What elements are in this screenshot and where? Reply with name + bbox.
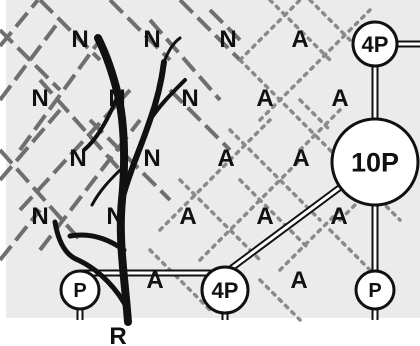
node-label: 4P <box>362 32 389 57</box>
grid-letter-nitrified: N <box>31 85 48 112</box>
node-circle <box>330 117 420 207</box>
node-circle <box>351 20 399 68</box>
grid-letter-ammonia: A <box>291 26 308 53</box>
grid-letter-ammonia: A <box>292 145 309 172</box>
dotted-lattice-line <box>268 0 332 62</box>
dotted-lattice-line <box>278 208 342 272</box>
dashed-lattice-line <box>0 208 42 262</box>
dotted-lattice-line <box>148 248 212 312</box>
node-circle <box>200 265 250 315</box>
dashed-lattice-line <box>0 108 62 182</box>
root-label: R <box>109 323 126 346</box>
node-label: P <box>368 280 381 302</box>
grid-letter-nitrified: N <box>71 26 88 53</box>
dashed-lattice-line <box>108 0 172 62</box>
grid-letter-nitrified: N <box>31 203 48 230</box>
root-branch <box>52 219 131 313</box>
pipe-segment-core <box>224 178 351 275</box>
root-branch <box>94 34 132 326</box>
dashed-lattice-line <box>88 118 172 202</box>
grid-letter-nitrified: N <box>219 26 236 53</box>
dotted-lattice-line <box>258 278 302 322</box>
node-label: P <box>73 280 86 302</box>
grid-letter-ammonia: A <box>331 85 348 112</box>
dashed-lattice-line <box>18 38 102 152</box>
grid-letter-nitrified: N <box>181 85 198 112</box>
dotted-lattice-line <box>198 158 302 262</box>
dotted-lattice-line <box>178 178 262 262</box>
dotted-lattice-line <box>228 128 322 222</box>
dotted-lattice-line <box>158 118 272 232</box>
dashed-lattice-line <box>38 0 102 62</box>
grid-letter-ammonia: A <box>256 203 273 230</box>
dotted-lattice-line <box>298 98 332 132</box>
dashed-lattice-line <box>0 28 62 92</box>
root-branch <box>90 168 122 207</box>
grid-letter-nitrified: N <box>143 26 160 53</box>
dotted-lattice-line <box>298 108 342 152</box>
node-label: 10P <box>351 148 399 178</box>
dashed-lattice-line <box>148 18 222 102</box>
root-system <box>52 34 187 326</box>
grid-letter-ammonia: A <box>256 85 273 112</box>
grid-letter-nitrified: N <box>143 145 160 172</box>
node-label: 4P <box>212 278 239 303</box>
grid-letter-ammonia: A <box>330 203 347 230</box>
nodes: 4P 10P P 4P P <box>59 20 420 315</box>
dashed-lattice-line <box>168 88 232 152</box>
grid-letter-nitrified: N <box>69 145 86 172</box>
grid-letter-ammonia: A <box>217 145 234 172</box>
node-circle <box>354 269 396 311</box>
grid-letter-ammonia: A <box>146 267 163 294</box>
node-circle <box>59 269 101 311</box>
root-branch <box>148 78 187 122</box>
grid-letter-ammonia: A <box>290 267 307 294</box>
dotted-lattice-line <box>238 0 302 62</box>
grid-letter-ammonia: A <box>179 203 196 230</box>
dashed-lattice-line <box>0 148 82 242</box>
lattice-lines <box>0 0 402 322</box>
root-branch <box>82 93 120 152</box>
dashed-lattice-line <box>178 0 242 62</box>
dotted-lattice-line <box>258 8 372 122</box>
dotted-lattice-line <box>308 0 352 42</box>
dashed-lattice-line <box>208 8 242 42</box>
root-branch <box>67 232 127 253</box>
dotted-lattice-line <box>238 178 312 252</box>
dashed-lattice-line <box>38 78 122 172</box>
root-branch <box>162 36 182 64</box>
